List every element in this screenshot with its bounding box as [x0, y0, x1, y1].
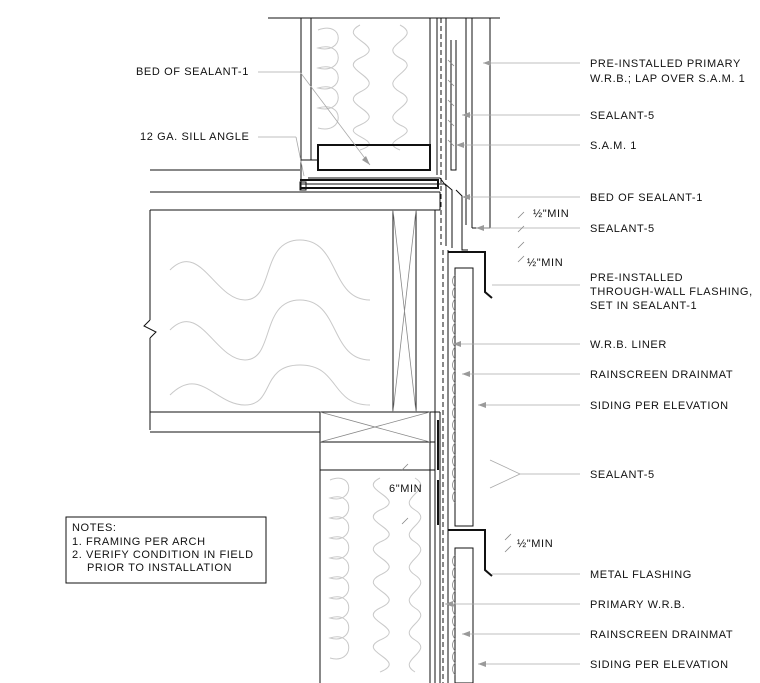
dim-six-min: 6"MIN [389, 483, 422, 495]
label-wrb-liner: W.R.B. LINER [590, 339, 667, 351]
label-flashing-1: PRE-INSTALLED [590, 272, 683, 284]
dim-half-min-1: ½"MIN [533, 208, 569, 220]
label-drainmat-b: RAINSCREEN DRAINMAT [590, 629, 733, 641]
label-bed-sealant-right: BED OF SEALANT-1 [590, 192, 703, 204]
notes-box: NOTES: 1. FRAMING PER ARCH 2. VERIFY CON… [65, 516, 267, 584]
right-labels: PRE-INSTALLED PRIMARY W.R.B.; LAP OVER S… [590, 58, 753, 671]
left-labels: BED OF SEALANT-1 12 GA. SILL ANGLE [136, 66, 249, 143]
leaders [258, 60, 580, 667]
label-wrb-primary-1: PRE-INSTALLED PRIMARY [590, 58, 741, 70]
sill-assembly [150, 144, 468, 251]
label-siding-a: SIDING PER ELEVATION [590, 400, 729, 412]
lower-wall [319, 411, 441, 683]
dim-half-min-3: ½"MIN [517, 538, 553, 550]
note-2: 2. VERIFY CONDITION IN FIELD [72, 549, 254, 561]
dim-half-min-2: ½"MIN [527, 257, 563, 269]
notes-title: NOTES: [72, 522, 117, 534]
label-sill-angle: 12 GA. SILL ANGLE [140, 131, 249, 143]
label-flashing-3: SET IN SEALANT-1 [590, 300, 697, 312]
label-primary-wrb: PRIMARY W.R.B. [590, 599, 685, 611]
label-metal-flashing: METAL FLASHING [590, 569, 692, 581]
label-flashing-2: THROUGH-WALL FLASHING, [590, 286, 753, 298]
dimension-ticks [401, 211, 525, 553]
upper-wall [268, 17, 500, 245]
label-sealant-5-a: SEALANT-5 [590, 110, 655, 122]
note-1: 1. FRAMING PER ARCH [72, 536, 206, 548]
dimension-labels: ½"MIN ½"MIN ½"MIN 6"MIN [389, 208, 569, 550]
label-sealant-5-b: SEALANT-5 [590, 223, 655, 235]
label-siding-b: SIDING PER ELEVATION [590, 659, 729, 671]
siding-upper [437, 250, 493, 683]
note-2-cont: PRIOR TO INSTALLATION [87, 562, 232, 574]
floor-framing [143, 209, 440, 433]
label-wrb-primary-2: W.R.B.; LAP OVER S.A.M. 1 [590, 73, 745, 85]
label-drainmat-a: RAINSCREEN DRAINMAT [590, 369, 733, 381]
label-sealant-5-c: SEALANT-5 [590, 469, 655, 481]
label-sam-1: S.A.M. 1 [590, 140, 637, 152]
label-bed-sealant-left: BED OF SEALANT-1 [136, 66, 249, 78]
